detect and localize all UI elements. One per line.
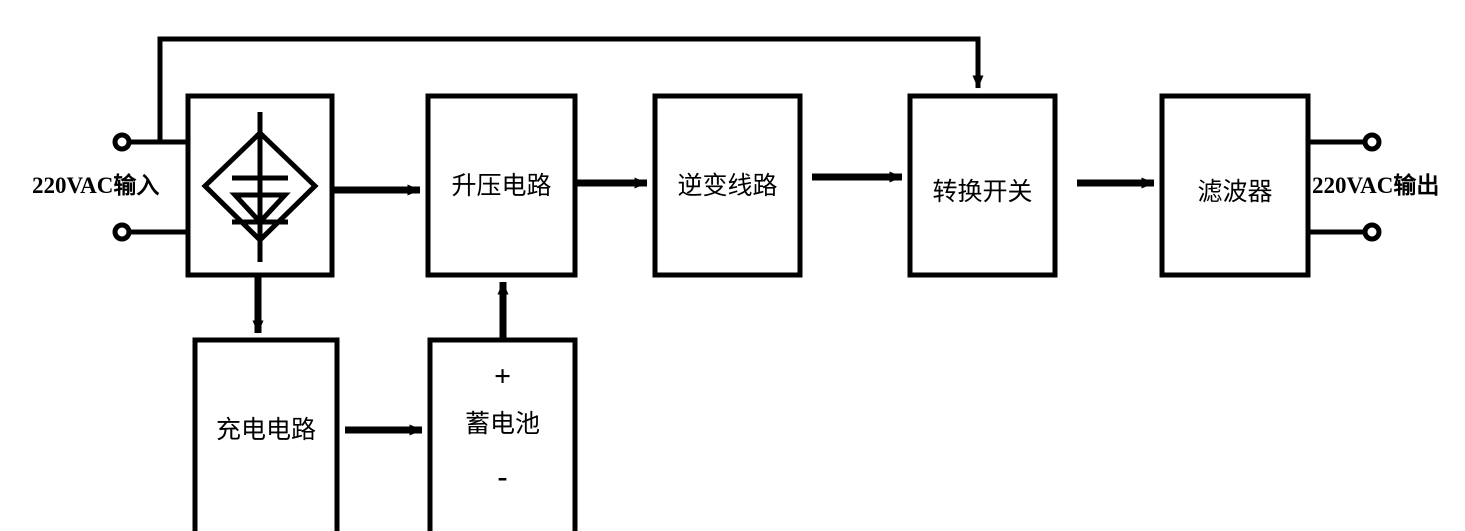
terminal-output-top	[1362, 132, 1382, 152]
terminal-output-bottom	[1362, 222, 1382, 242]
bypass-path-input-to-transfer	[157, 36, 984, 142]
bridge-rectifier-icon	[201, 112, 319, 262]
block-boost-circuit	[425, 93, 578, 278]
input-label: 220VAC输入	[32, 173, 160, 198]
block-battery	[427, 337, 578, 531]
block-label-filter: 滤波器	[1197, 179, 1273, 206]
block-label-battery: 蓄电池	[464, 411, 540, 438]
block-label-boost-circuit: 升压电路	[451, 173, 552, 200]
block-transfer-switch	[907, 93, 1058, 278]
block-charging-circuit	[192, 337, 340, 531]
block-inverter-circuit	[652, 93, 803, 278]
battery-positive-symbol: +	[493, 360, 512, 393]
terminal-input-bottom	[112, 222, 132, 242]
battery-negative-symbol: -	[497, 460, 508, 493]
terminal-input-top	[112, 132, 132, 152]
block-label-charging-circuit: 充电电路	[215, 417, 316, 444]
output-label: 220VAC输出	[1312, 173, 1440, 198]
block-label-inverter-circuit: 逆变线路	[677, 173, 778, 200]
block-filter	[1159, 93, 1311, 278]
block-label-transfer-switch: 转换开关	[932, 179, 1033, 206]
